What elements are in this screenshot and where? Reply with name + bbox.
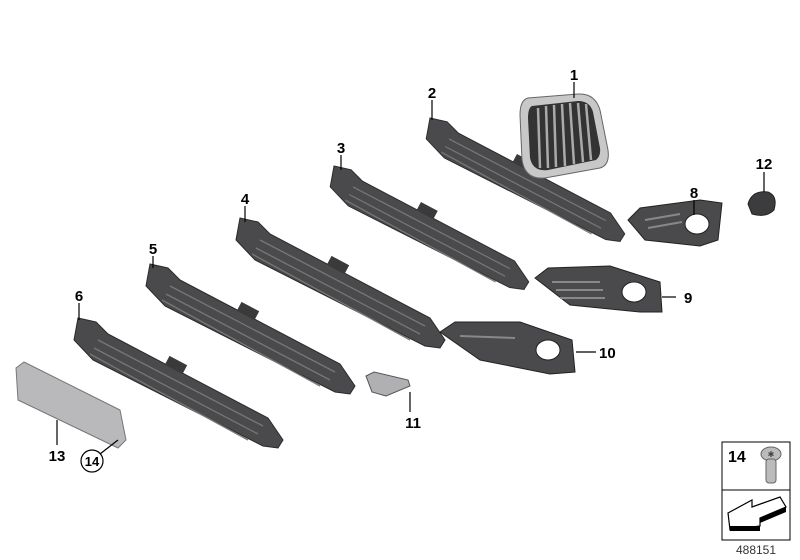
circled-callout-14[interactable]: 14 — [85, 454, 100, 469]
cap-part-12[interactable] — [747, 191, 776, 216]
callout-9[interactable]: 9 — [684, 290, 692, 307]
callout-8[interactable]: 8 — [690, 185, 698, 202]
image-number: 488151 — [736, 543, 776, 557]
callout-3[interactable]: 3 — [337, 140, 345, 157]
callout-4[interactable]: 4 — [241, 191, 250, 208]
callout-13[interactable]: 13 — [49, 448, 66, 465]
kidney-grille-part-1[interactable] — [519, 93, 609, 179]
callout-2[interactable]: 2 — [428, 85, 436, 102]
callout-12[interactable]: 12 — [756, 156, 773, 173]
leader-lines — [56, 82, 765, 455]
trim-part-9[interactable] — [534, 265, 663, 313]
legend-part-number: 14 — [728, 449, 746, 466]
circled-callout-ring — [80, 449, 104, 473]
callout-1[interactable]: 1 — [570, 67, 578, 84]
trim-part-10[interactable] — [439, 321, 576, 375]
callout-5[interactable]: 5 — [149, 241, 157, 258]
legend-box: 14 ✱ — [721, 441, 791, 541]
license-plate-bracket-part-13[interactable] — [15, 361, 127, 449]
arrow-icon — [727, 496, 787, 531]
svg-text:✱: ✱ — [768, 450, 775, 459]
callout-10[interactable]: 10 — [599, 345, 616, 362]
screw-icon: ✱ — [760, 446, 782, 484]
callout-6[interactable]: 6 — [75, 288, 83, 305]
strip-part-11[interactable] — [365, 371, 411, 397]
callout-11[interactable]: 11 — [405, 415, 421, 432]
trim-part-8[interactable] — [627, 199, 723, 247]
